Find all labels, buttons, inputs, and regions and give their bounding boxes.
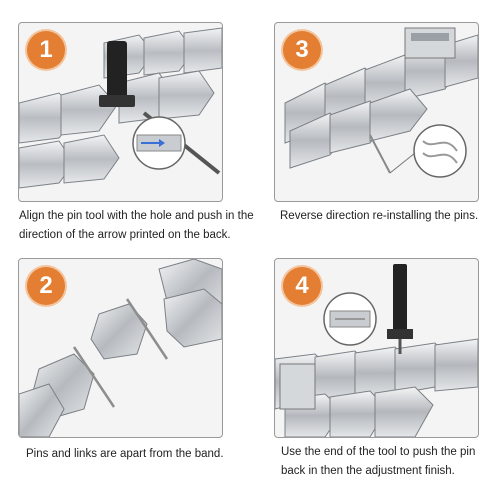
step-1-caption: Align the pin tool with the hole and pus…	[19, 210, 254, 241]
step-3-badge: 3	[283, 31, 321, 69]
step-4-badge: 4	[283, 267, 321, 305]
step-4-panel: 4	[274, 258, 479, 438]
step-3-caption: Reverse direction re-installing the pins…	[280, 210, 479, 222]
step-1-badge: 1	[27, 31, 65, 69]
step-2-badge: 2	[27, 267, 65, 305]
step-2-panel: 2	[18, 258, 223, 438]
step-1-panel: 1	[18, 22, 223, 202]
step-2-illustration	[19, 259, 222, 437]
step-1-illustration	[19, 27, 222, 189]
step-4-illustration	[275, 264, 478, 437]
step-3-panel: 3	[274, 22, 479, 202]
step-4-caption: Use the end of the tool to push the pin …	[281, 446, 476, 477]
step-3-illustration	[284, 27, 478, 178]
step-2-caption: Pins and links are apart from the band.	[26, 448, 224, 460]
